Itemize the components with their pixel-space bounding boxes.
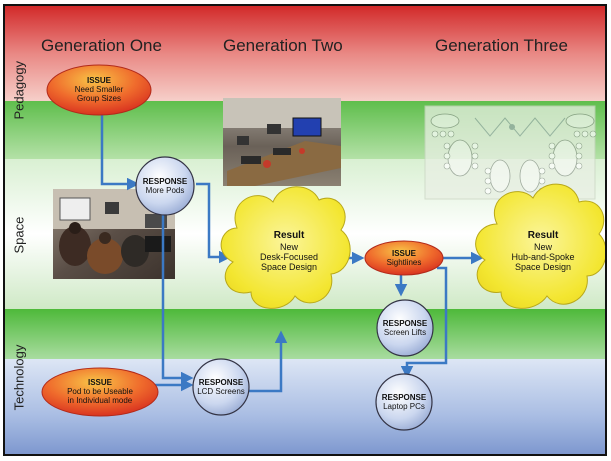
response-node-lcd-screens	[192, 358, 250, 416]
response-laptop-pcs-text: RESPONSE Laptop PCs	[376, 393, 432, 411]
result-desk-line2: Desk-Focused	[259, 251, 319, 262]
issue-group-sizes-heading: ISSUE	[86, 76, 111, 85]
result-hub-heading: Result	[527, 230, 559, 241]
issue-group-sizes-line1: Need Smaller	[74, 85, 124, 95]
issue-pod-useable-line2: in Individual mode	[67, 396, 133, 406]
issue-pod-useable-heading: ISSUE	[87, 378, 112, 387]
result-desk-line3: Space Design	[260, 262, 318, 273]
response-lcd-screens-text: RESPONSE LCD Screens	[193, 378, 249, 396]
response-node-screen-lifts	[376, 299, 434, 357]
response-laptop-pcs-heading: RESPONSE	[381, 393, 427, 402]
issue-group-sizes-text: ISSUE Need Smaller Group Sizes	[57, 76, 141, 104]
response-node-more-pods	[135, 156, 195, 216]
result-desk-text: Result New Desk-Focused Space Design	[241, 230, 337, 273]
issue-sightlines-line1: Sightlines	[386, 258, 422, 268]
column-header-generation-three: Generation Three	[435, 36, 568, 55]
issue-node-sightlines	[364, 240, 444, 276]
green-band-lower	[5, 309, 605, 359]
issue-node-group-sizes	[46, 64, 152, 116]
response-screen-lifts-heading: RESPONSE	[382, 319, 428, 328]
response-laptop-pcs-line1: Laptop PCs	[383, 402, 425, 412]
diagram-canvas: Generation One Generation Two Generation…	[3, 4, 607, 456]
issue-pod-useable-text: ISSUE Pod to be Useable in Individual mo…	[47, 378, 153, 406]
response-screen-lifts-line1: Screen Lifts	[383, 328, 427, 338]
response-more-pods-line1: More Pods	[145, 186, 185, 196]
column-header-generation-one: Generation One	[41, 36, 162, 55]
response-node-laptop-pcs	[375, 373, 433, 431]
result-cloud-desk	[220, 186, 351, 309]
floor-plan-image	[424, 105, 597, 200]
result-desk-heading: Result	[273, 230, 305, 241]
response-screen-lifts-text: RESPONSE Screen Lifts	[377, 319, 433, 337]
row-label-space: Space	[11, 216, 27, 254]
result-desk-line1: New	[279, 241, 298, 252]
issue-pod-useable-line1: Pod to be Useable	[67, 387, 133, 397]
result-cloud-hub	[475, 183, 605, 309]
response-more-pods-text: RESPONSE More Pods	[136, 177, 194, 195]
response-more-pods-heading: RESPONSE	[142, 177, 188, 186]
issue-node-pod-useable	[41, 367, 159, 417]
diagram-background	[5, 6, 605, 454]
result-hub-line2: Hub-and-Spoke	[511, 251, 575, 262]
issue-sightlines-text: ISSUE Sightlines	[367, 249, 441, 267]
issue-group-sizes-line2: Group Sizes	[76, 94, 122, 104]
result-hub-text: Result New Hub-and-Spoke Space Design	[493, 230, 593, 273]
classroom-photo-gen-two	[223, 98, 341, 186]
response-lcd-screens-line1: LCD Screens	[197, 387, 245, 397]
row-label-pedagogy: Pedagogy	[11, 60, 27, 120]
response-lcd-screens-heading: RESPONSE	[198, 378, 244, 387]
result-hub-line3: Space Design	[514, 262, 572, 273]
result-hub-line1: New	[533, 241, 552, 252]
issue-sightlines-heading: ISSUE	[391, 249, 416, 258]
row-label-technology: Technology	[11, 344, 27, 411]
classroom-photo-gen-one	[53, 189, 175, 279]
column-header-generation-two: Generation Two	[223, 36, 343, 55]
